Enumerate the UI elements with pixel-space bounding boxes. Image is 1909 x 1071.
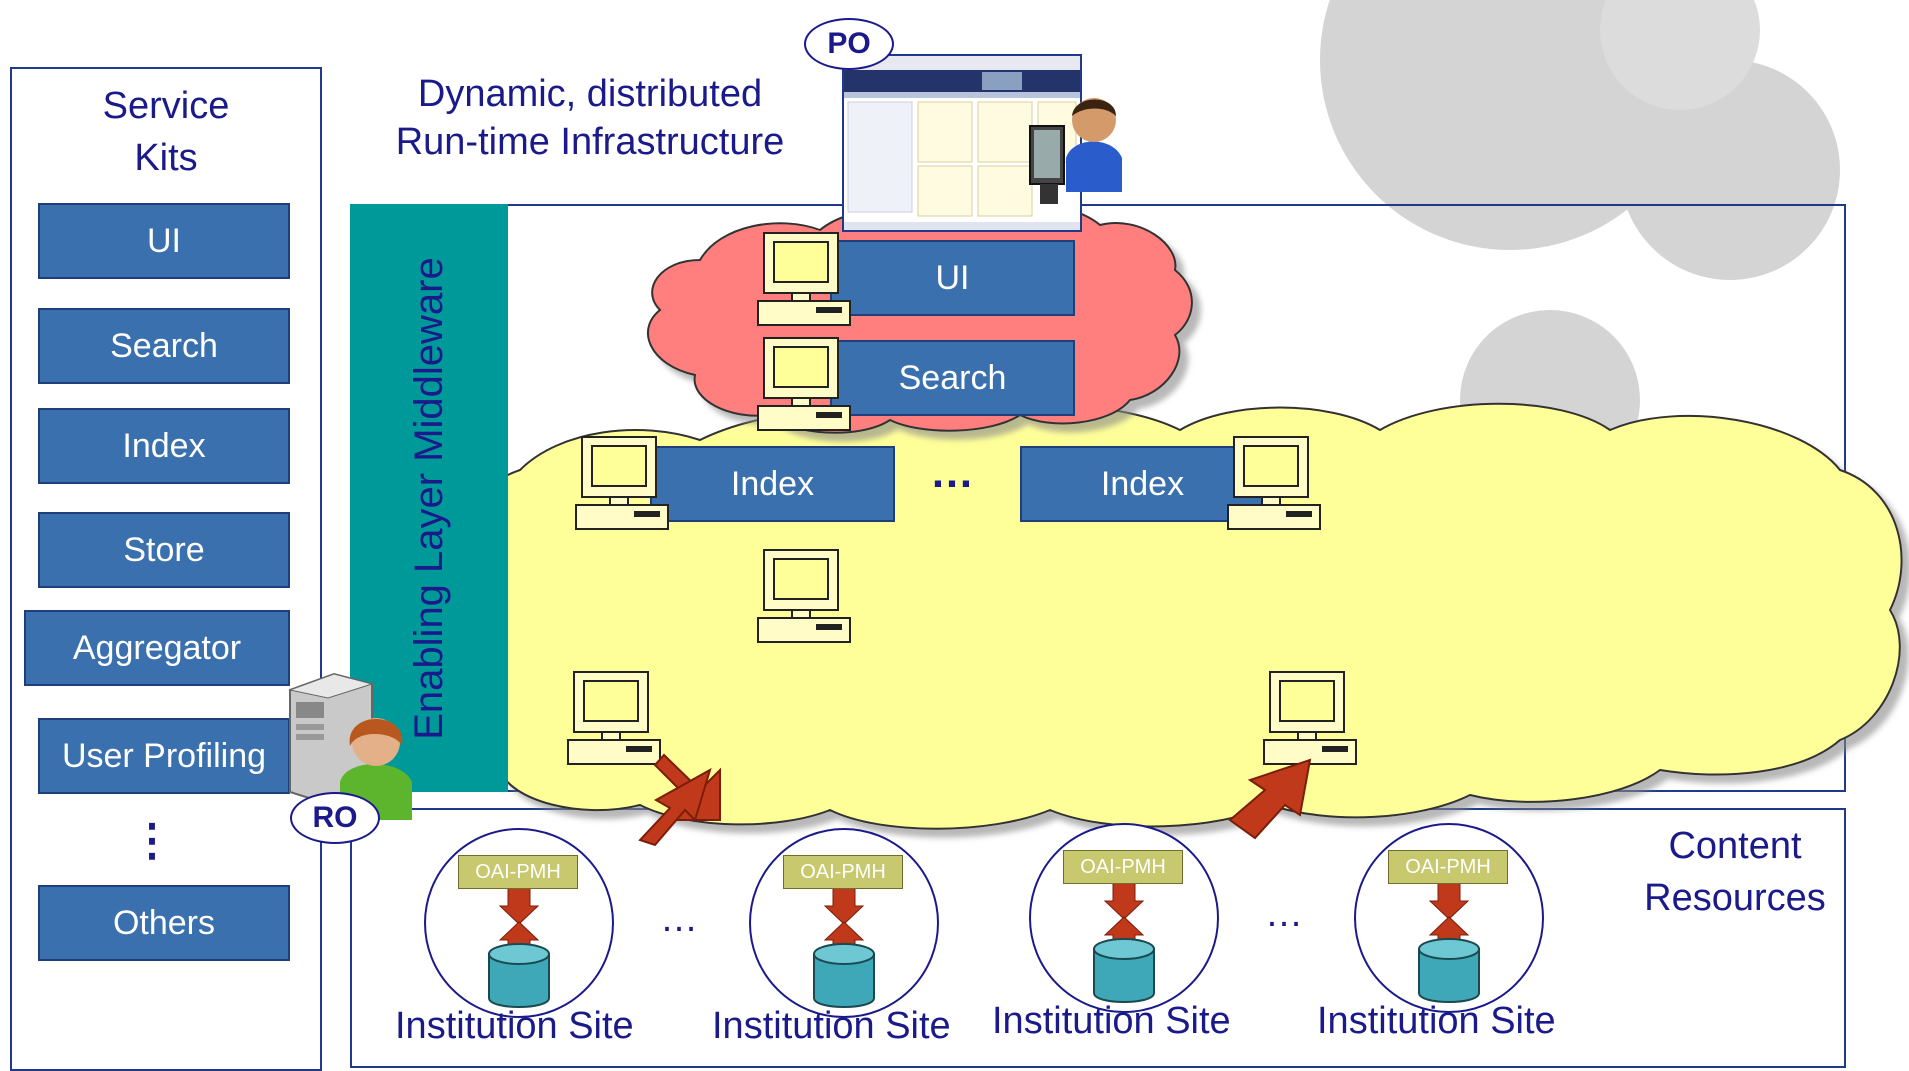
index-service-box-left[interactable]: Index (650, 446, 895, 522)
kit-others-button[interactable]: Others (38, 885, 290, 961)
institution-site-label: Institution Site (1317, 1000, 1556, 1042)
service-kits-title: Service Kits (10, 80, 322, 184)
upload-arrow-icon (638, 767, 712, 847)
ui-service-box[interactable]: UI (830, 240, 1075, 316)
institution-site-label: Institution Site (992, 1000, 1231, 1042)
oai-pmh-label: OAI-PMH (783, 855, 903, 889)
infrastructure-title-line2: Run-time Infrastructure (395, 121, 785, 163)
bg-circle (1320, 0, 1700, 250)
bg-circle (1600, 0, 1760, 110)
kit-store-button[interactable]: Store (38, 512, 290, 588)
portal-user-icon (1029, 98, 1122, 204)
kit-index-button[interactable]: Index (38, 408, 290, 484)
content-resources-title-line1: Content (1668, 825, 1802, 867)
service-kits-title-line2: Kits (134, 137, 198, 179)
oai-pmh-label: OAI-PMH (458, 855, 578, 889)
search-service-box[interactable]: Search (830, 340, 1075, 416)
kit-ellipsis: ⋮ (130, 816, 174, 865)
content-resources-title: Content Resources (1610, 820, 1860, 924)
service-kits-title-line1: Service (102, 85, 230, 127)
kit-ui-button[interactable]: UI (38, 203, 290, 279)
index-service-box-right[interactable]: Index (1020, 446, 1265, 522)
institution-site-label: Institution Site (712, 1005, 951, 1047)
middleware-bar (350, 204, 508, 792)
infrastructure-title: Dynamic, distributed Run-time Infrastruc… (350, 70, 830, 166)
site-ellipsis-right: … (1265, 893, 1303, 935)
kit-user-profiling-button[interactable]: User Profiling (38, 718, 290, 794)
bg-circle (1620, 60, 1840, 280)
kit-aggregator-button[interactable]: Aggregator (24, 610, 290, 686)
site-ellipsis-left: … (660, 898, 698, 940)
kit-search-button[interactable]: Search (38, 308, 290, 384)
ro-badge: RO (290, 792, 380, 844)
upload-arrow-icon (1228, 758, 1312, 840)
oai-pmh-label: OAI-PMH (1388, 850, 1508, 884)
oai-pmh-label: OAI-PMH (1063, 850, 1183, 884)
institution-site-label: Institution Site (395, 1005, 634, 1047)
content-resources-title-line2: Resources (1644, 877, 1826, 919)
po-badge: PO (804, 18, 894, 70)
index-ellipsis: … (930, 448, 974, 497)
infrastructure-title-line1: Dynamic, distributed (417, 73, 763, 115)
